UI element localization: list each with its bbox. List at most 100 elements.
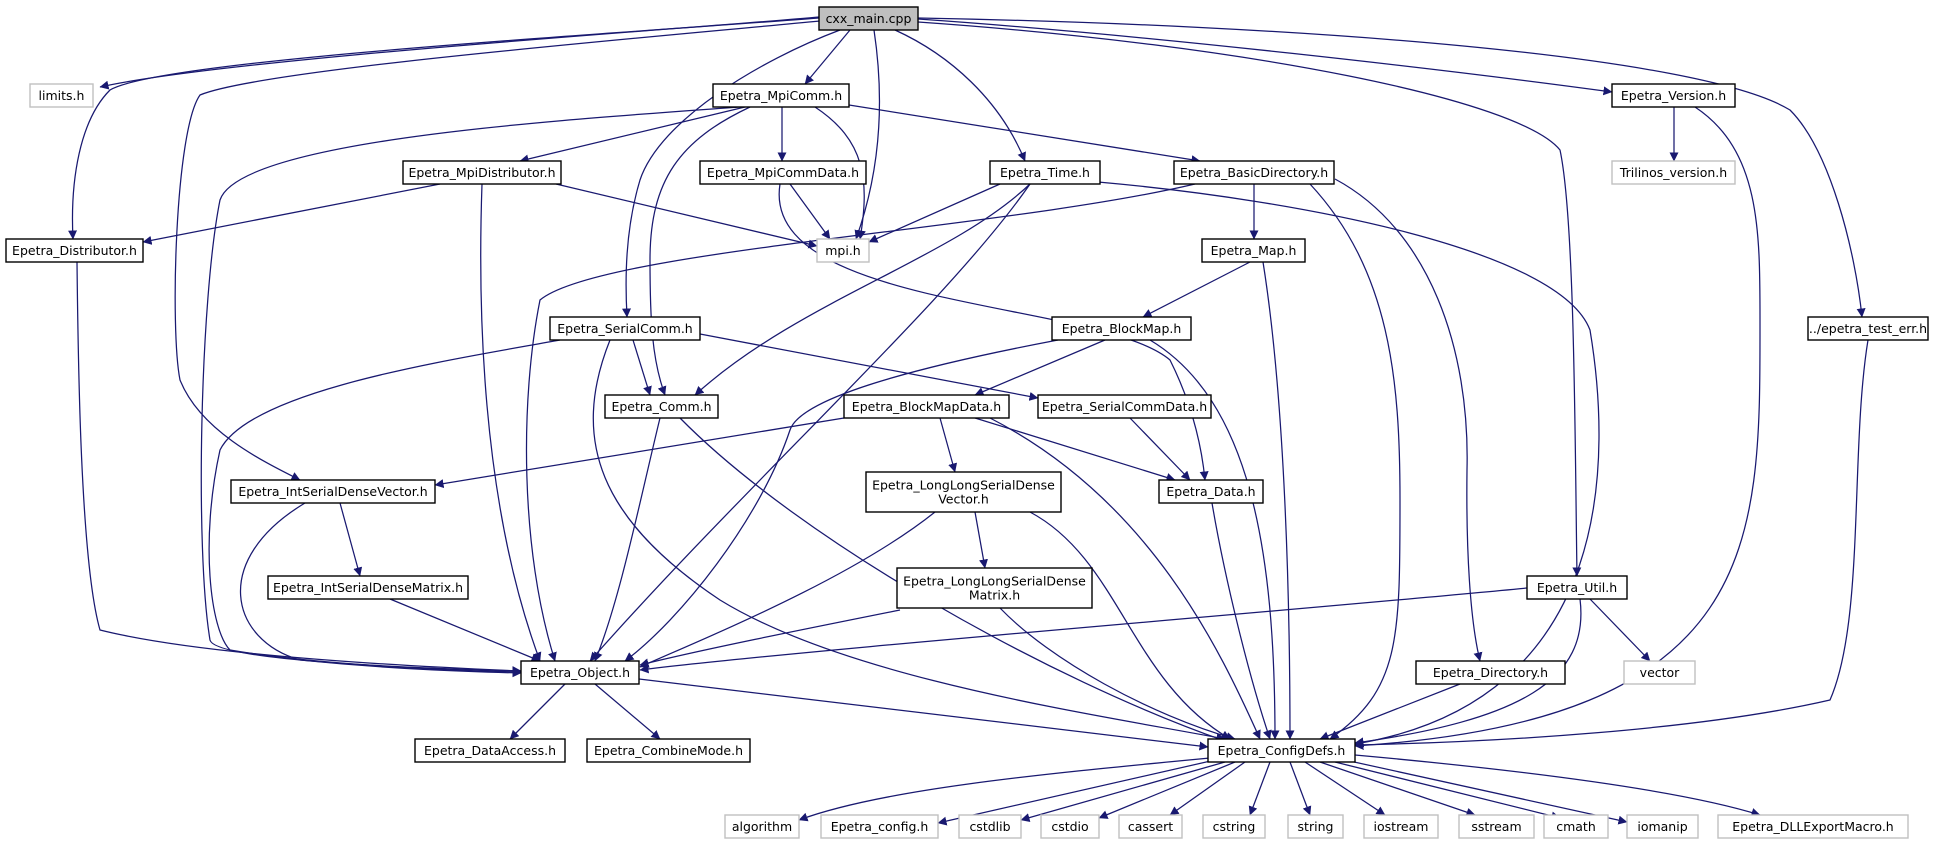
- node-label: cmath: [1556, 819, 1596, 834]
- edge-serialcomm-to-configdefs: [592, 339, 1226, 742]
- node-box: [1201, 238, 1306, 263]
- node-label: cstdlib: [969, 819, 1010, 834]
- node-serialcomm[interactable]: Epetra_SerialComm.h: [549, 316, 701, 341]
- node-map[interactable]: Epetra_Map.h: [1201, 238, 1306, 263]
- node-blockmap[interactable]: Epetra_BlockMap.h: [1051, 316, 1192, 341]
- node-mpicommdata[interactable]: Epetra_MpiCommData.h: [699, 160, 867, 185]
- node-directory[interactable]: Epetra_Directory.h: [1415, 660, 1566, 685]
- node-label: Epetra_DataAccess.h: [424, 743, 556, 758]
- node-label: ../epetra_test_err.h: [1809, 321, 1927, 336]
- node-epetra_config: Epetra_config.h: [820, 814, 939, 839]
- node-object[interactable]: Epetra_Object.h: [520, 660, 640, 685]
- node-iostream: iostream: [1363, 814, 1439, 839]
- edge-util-to-object: [639, 587, 1528, 674]
- node-basicdirectory[interactable]: Epetra_BasicDirectory.h: [1173, 160, 1335, 185]
- node-label: Epetra_Data.h: [1166, 484, 1255, 499]
- edge-time-to-mpi: [868, 183, 1001, 243]
- edge-cxx_main-to-version: [917, 18, 1613, 96]
- edge-llsdmatrix-to-object: [639, 609, 901, 668]
- node-box: [549, 316, 701, 341]
- node-distributor[interactable]: Epetra_Distributor.h: [5, 238, 144, 263]
- node-box: [1807, 316, 1929, 341]
- node-test_err[interactable]: ../epetra_test_err.h: [1807, 316, 1929, 341]
- node-data[interactable]: Epetra_Data.h: [1158, 479, 1264, 504]
- edge-basicdirectory-to-configdefs: [1309, 183, 1401, 740]
- node-vector: vector: [1623, 660, 1696, 685]
- node-label: Epetra_MpiCommData.h: [707, 165, 859, 180]
- edge-time-to-configdefs: [1097, 181, 1600, 748]
- node-mpicomm[interactable]: Epetra_MpiComm.h: [712, 83, 850, 108]
- node-serialcommdata[interactable]: Epetra_SerialCommData.h: [1037, 394, 1212, 419]
- edge-serialcommdata-to-data: [1129, 417, 1191, 481]
- node-label: cstring: [1213, 819, 1256, 834]
- node-box: [699, 160, 867, 185]
- node-box: [989, 160, 1101, 185]
- node-comm[interactable]: Epetra_Comm.h: [604, 394, 719, 419]
- edge-llsdmatrix-to-configdefs: [999, 607, 1236, 742]
- node-cxx_main[interactable]: cxx_main.cpp: [818, 6, 919, 31]
- node-intserialdensevector[interactable]: Epetra_IntSerialDenseVector.h: [230, 479, 436, 504]
- node-configdefs[interactable]: Epetra_ConfigDefs.h: [1207, 738, 1356, 763]
- node-label: cxx_main.cpp: [826, 11, 912, 26]
- edge-blockmapdata-to-llsdvector: [939, 417, 958, 473]
- node-label: Epetra_CombineMode.h: [594, 743, 743, 758]
- node-label: cstdio: [1051, 819, 1088, 834]
- edge-intserialdensevector-to-intserialdensematrix: [339, 502, 363, 577]
- node-time[interactable]: Epetra_Time.h: [989, 160, 1101, 185]
- node-label: Epetra_BlockMapData.h: [852, 399, 1001, 414]
- node-box: [1051, 316, 1192, 341]
- node-box: [1543, 814, 1609, 839]
- node-util[interactable]: Epetra_Util.h: [1526, 575, 1628, 600]
- node-box: [267, 575, 469, 600]
- node-box: [1158, 479, 1264, 504]
- edge-llsdvector-to-object: [639, 511, 936, 668]
- node-box: [1287, 814, 1344, 839]
- node-label: Epetra_Comm.h: [611, 399, 711, 414]
- node-mpidistributor[interactable]: Epetra_MpiDistributor.h: [402, 160, 562, 185]
- node-label: Epetra_IntSerialDenseVector.h: [238, 484, 427, 499]
- node-box: [1363, 814, 1439, 839]
- edge-mpicommdata-to-mpi: [789, 183, 831, 240]
- node-label: Epetra_Object.h: [530, 665, 630, 680]
- edge-intserialdensematrix-to-object: [389, 598, 541, 662]
- edge-blockmap-to-object: [624, 339, 1059, 662]
- edge-llsdvector-to-llsdmatrix: [974, 511, 988, 569]
- node-blockmapdata[interactable]: Epetra_BlockMapData.h: [843, 394, 1010, 419]
- edge-time-to-comm: [694, 183, 1031, 396]
- edge-configdefs-to-cstdlib: [1020, 761, 1226, 822]
- edge-cxx_main-to-mpi: [854, 29, 881, 240]
- edge-configdefs-to-sstream: [1319, 761, 1476, 817]
- edge-util-to-configdefs: [1354, 598, 1582, 747]
- edge-configdefs-to-cmath: [1334, 761, 1561, 821]
- edge-cxx_main-to-util: [917, 21, 1582, 577]
- node-label: algorithm: [732, 819, 792, 834]
- node-intserialdensematrix[interactable]: Epetra_IntSerialDenseMatrix.h: [267, 575, 469, 600]
- node-mpi: mpi.h: [816, 238, 870, 263]
- edge-map-to-configdefs: [1262, 261, 1295, 740]
- edge-cxx_main-to-distributor: [68, 17, 820, 240]
- node-box: [5, 238, 144, 263]
- edge-intserialdensevector-to-object: [239, 502, 522, 678]
- node-combinemode[interactable]: Epetra_CombineMode.h: [586, 738, 751, 763]
- node-box: [1415, 660, 1566, 685]
- node-box: [402, 160, 562, 185]
- node-label: mpi.h: [825, 243, 860, 258]
- node-version[interactable]: Epetra_Version.h: [1611, 83, 1736, 108]
- node-box: [820, 814, 939, 839]
- node-label: Epetra_Map.h: [1211, 243, 1297, 258]
- node-dataaccess[interactable]: Epetra_DataAccess.h: [414, 738, 566, 763]
- node-cmath: cmath: [1543, 814, 1609, 839]
- edge-cxx_main-to-test_err: [917, 17, 1866, 318]
- node-box: [1526, 575, 1628, 600]
- edge-configdefs-to-algorithm: [798, 757, 1211, 822]
- edge-blockmapdata-to-configdefs: [989, 417, 1261, 740]
- node-box: [586, 738, 751, 763]
- edge-util-to-vector: [1589, 598, 1651, 662]
- edge-map-to-blockmap: [1142, 261, 1251, 318]
- node-box: [1623, 660, 1696, 685]
- edge-mpidistributor-to-mpi: [555, 183, 818, 249]
- edge-cxx_main-to-mpicomm: [804, 29, 851, 85]
